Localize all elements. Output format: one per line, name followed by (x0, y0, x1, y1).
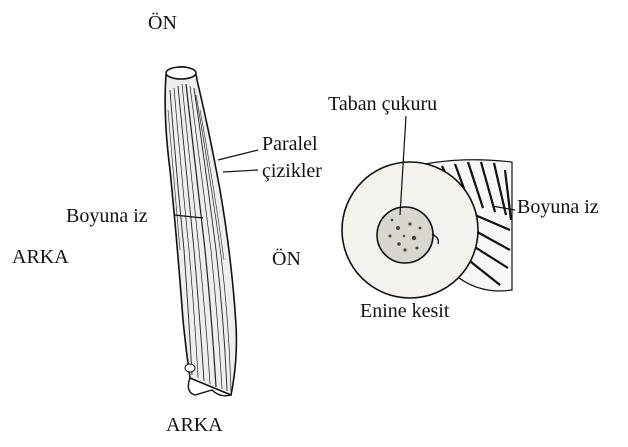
label-boyuna-iz-right: Boyuna iz (517, 196, 599, 218)
label-on-middle: ÖN (272, 248, 301, 270)
tusk-top-opening (166, 67, 196, 79)
leader-cizikler (223, 170, 258, 172)
longitudinal-view (165, 67, 258, 396)
label-arka-bottom: ARKA (166, 414, 223, 436)
label-boyuna-iz-left: Boyuna iz (66, 205, 148, 227)
label-paralel: Paralel (262, 133, 318, 155)
leader-paralel (218, 150, 258, 160)
taban-cukuru-pit (377, 207, 433, 263)
label-enine-kesit: Enine kesit (360, 300, 449, 322)
label-cizikler: çizikler (262, 160, 322, 182)
label-taban-cukuru: Taban çukuru (328, 93, 437, 115)
tusk-body (165, 67, 236, 395)
label-arka-left: ARKA (12, 246, 69, 268)
label-on-top: ÖN (148, 12, 177, 34)
cross-section-view (342, 116, 515, 298)
